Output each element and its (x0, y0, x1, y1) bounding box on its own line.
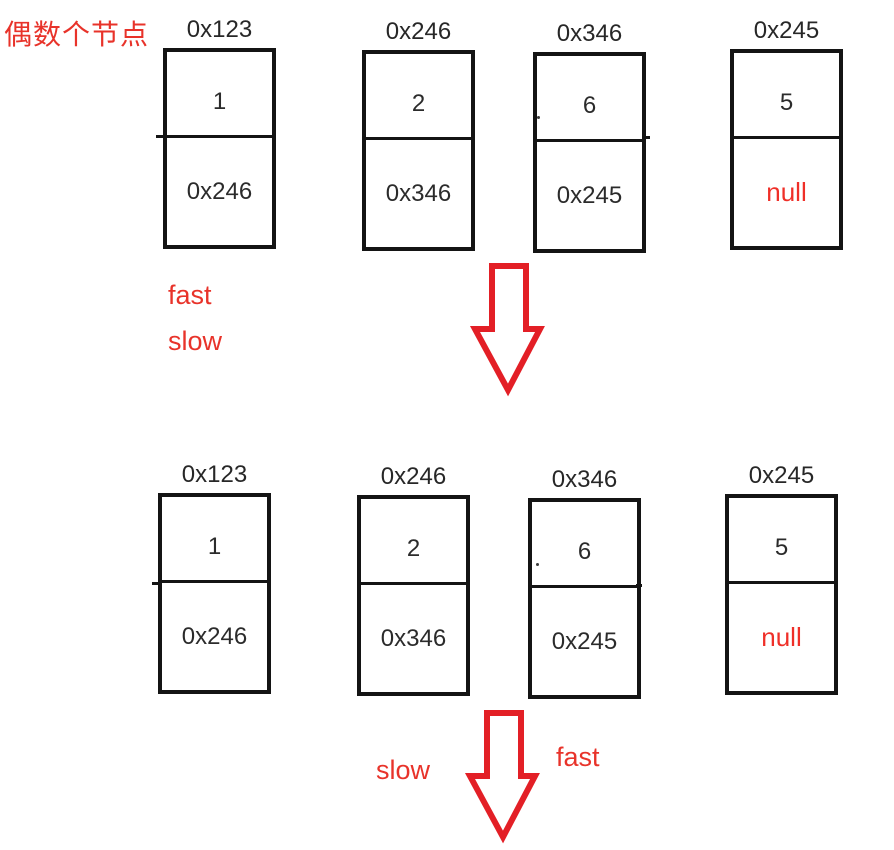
list-node: 0x346 6 0x245 (533, 19, 646, 253)
ink-stroke (643, 136, 650, 139)
node-box: 5 null (725, 494, 838, 695)
ink-dot (537, 116, 540, 119)
slow-pointer-label: slow (376, 755, 431, 785)
node-next-cell: null (766, 177, 807, 207)
node-address: 0x123 (186, 16, 253, 43)
node-next-cell: 0x245 (556, 181, 623, 209)
node-next-cell: 0x246 (186, 177, 253, 205)
node-box: 1 0x246 (163, 48, 276, 249)
node-value-cell: 1 (167, 52, 272, 138)
ink-dot (536, 563, 539, 566)
node-box: 1 0x246 (158, 493, 271, 694)
node-address: 0x123 (181, 461, 248, 488)
node-value-cell: 6 (537, 56, 642, 142)
node-value-cell: 5 (734, 53, 839, 139)
list-node: 0x346 6 0x245 (528, 465, 641, 699)
node-value-cell: 2 (361, 499, 466, 585)
node-box: 5 null (730, 49, 843, 250)
node-value-cell: 2 (366, 54, 471, 140)
down-block-arrow-icon (464, 710, 540, 844)
ink-stroke (152, 582, 159, 585)
list-node: 0x123 1 0x246 (158, 460, 271, 694)
list-node: 0x246 2 0x346 (362, 17, 475, 251)
node-address: 0x346 (556, 20, 623, 47)
node-address: 0x245 (748, 462, 815, 489)
fast-pointer-label: fast (168, 280, 212, 310)
list-node: 0x123 1 0x246 (163, 15, 276, 249)
list-node: 0x246 2 0x346 (357, 462, 470, 696)
node-next-cell: 0x246 (181, 622, 248, 650)
ink-stroke (636, 584, 642, 587)
node-box: 6 0x245 (528, 498, 641, 699)
node-address: 0x246 (385, 18, 452, 45)
node-box: 2 0x346 (362, 50, 475, 251)
node-value-cell: 5 (729, 498, 834, 584)
node-value-cell: 1 (162, 497, 267, 583)
node-next-cell: 0x245 (551, 627, 618, 655)
list-node: 0x245 5 null (725, 461, 838, 695)
ink-stroke (156, 135, 164, 138)
node-value-cell: 6 (532, 502, 637, 588)
node-address: 0x245 (753, 17, 820, 44)
node-box: 6 0x245 (533, 52, 646, 253)
title-annotation: 偶数个节点 (4, 19, 150, 50)
node-box: 2 0x346 (357, 495, 470, 696)
node-next-cell: 0x346 (380, 624, 447, 652)
list-node: 0x245 5 null (730, 16, 843, 250)
down-block-arrow-icon (469, 263, 545, 397)
node-next-cell: 0x346 (385, 179, 452, 207)
node-address: 0x346 (551, 466, 618, 493)
node-address: 0x246 (380, 463, 447, 490)
fast-pointer-label: fast (556, 742, 600, 772)
slow-pointer-label: slow (168, 326, 223, 356)
node-next-cell: null (761, 622, 802, 652)
